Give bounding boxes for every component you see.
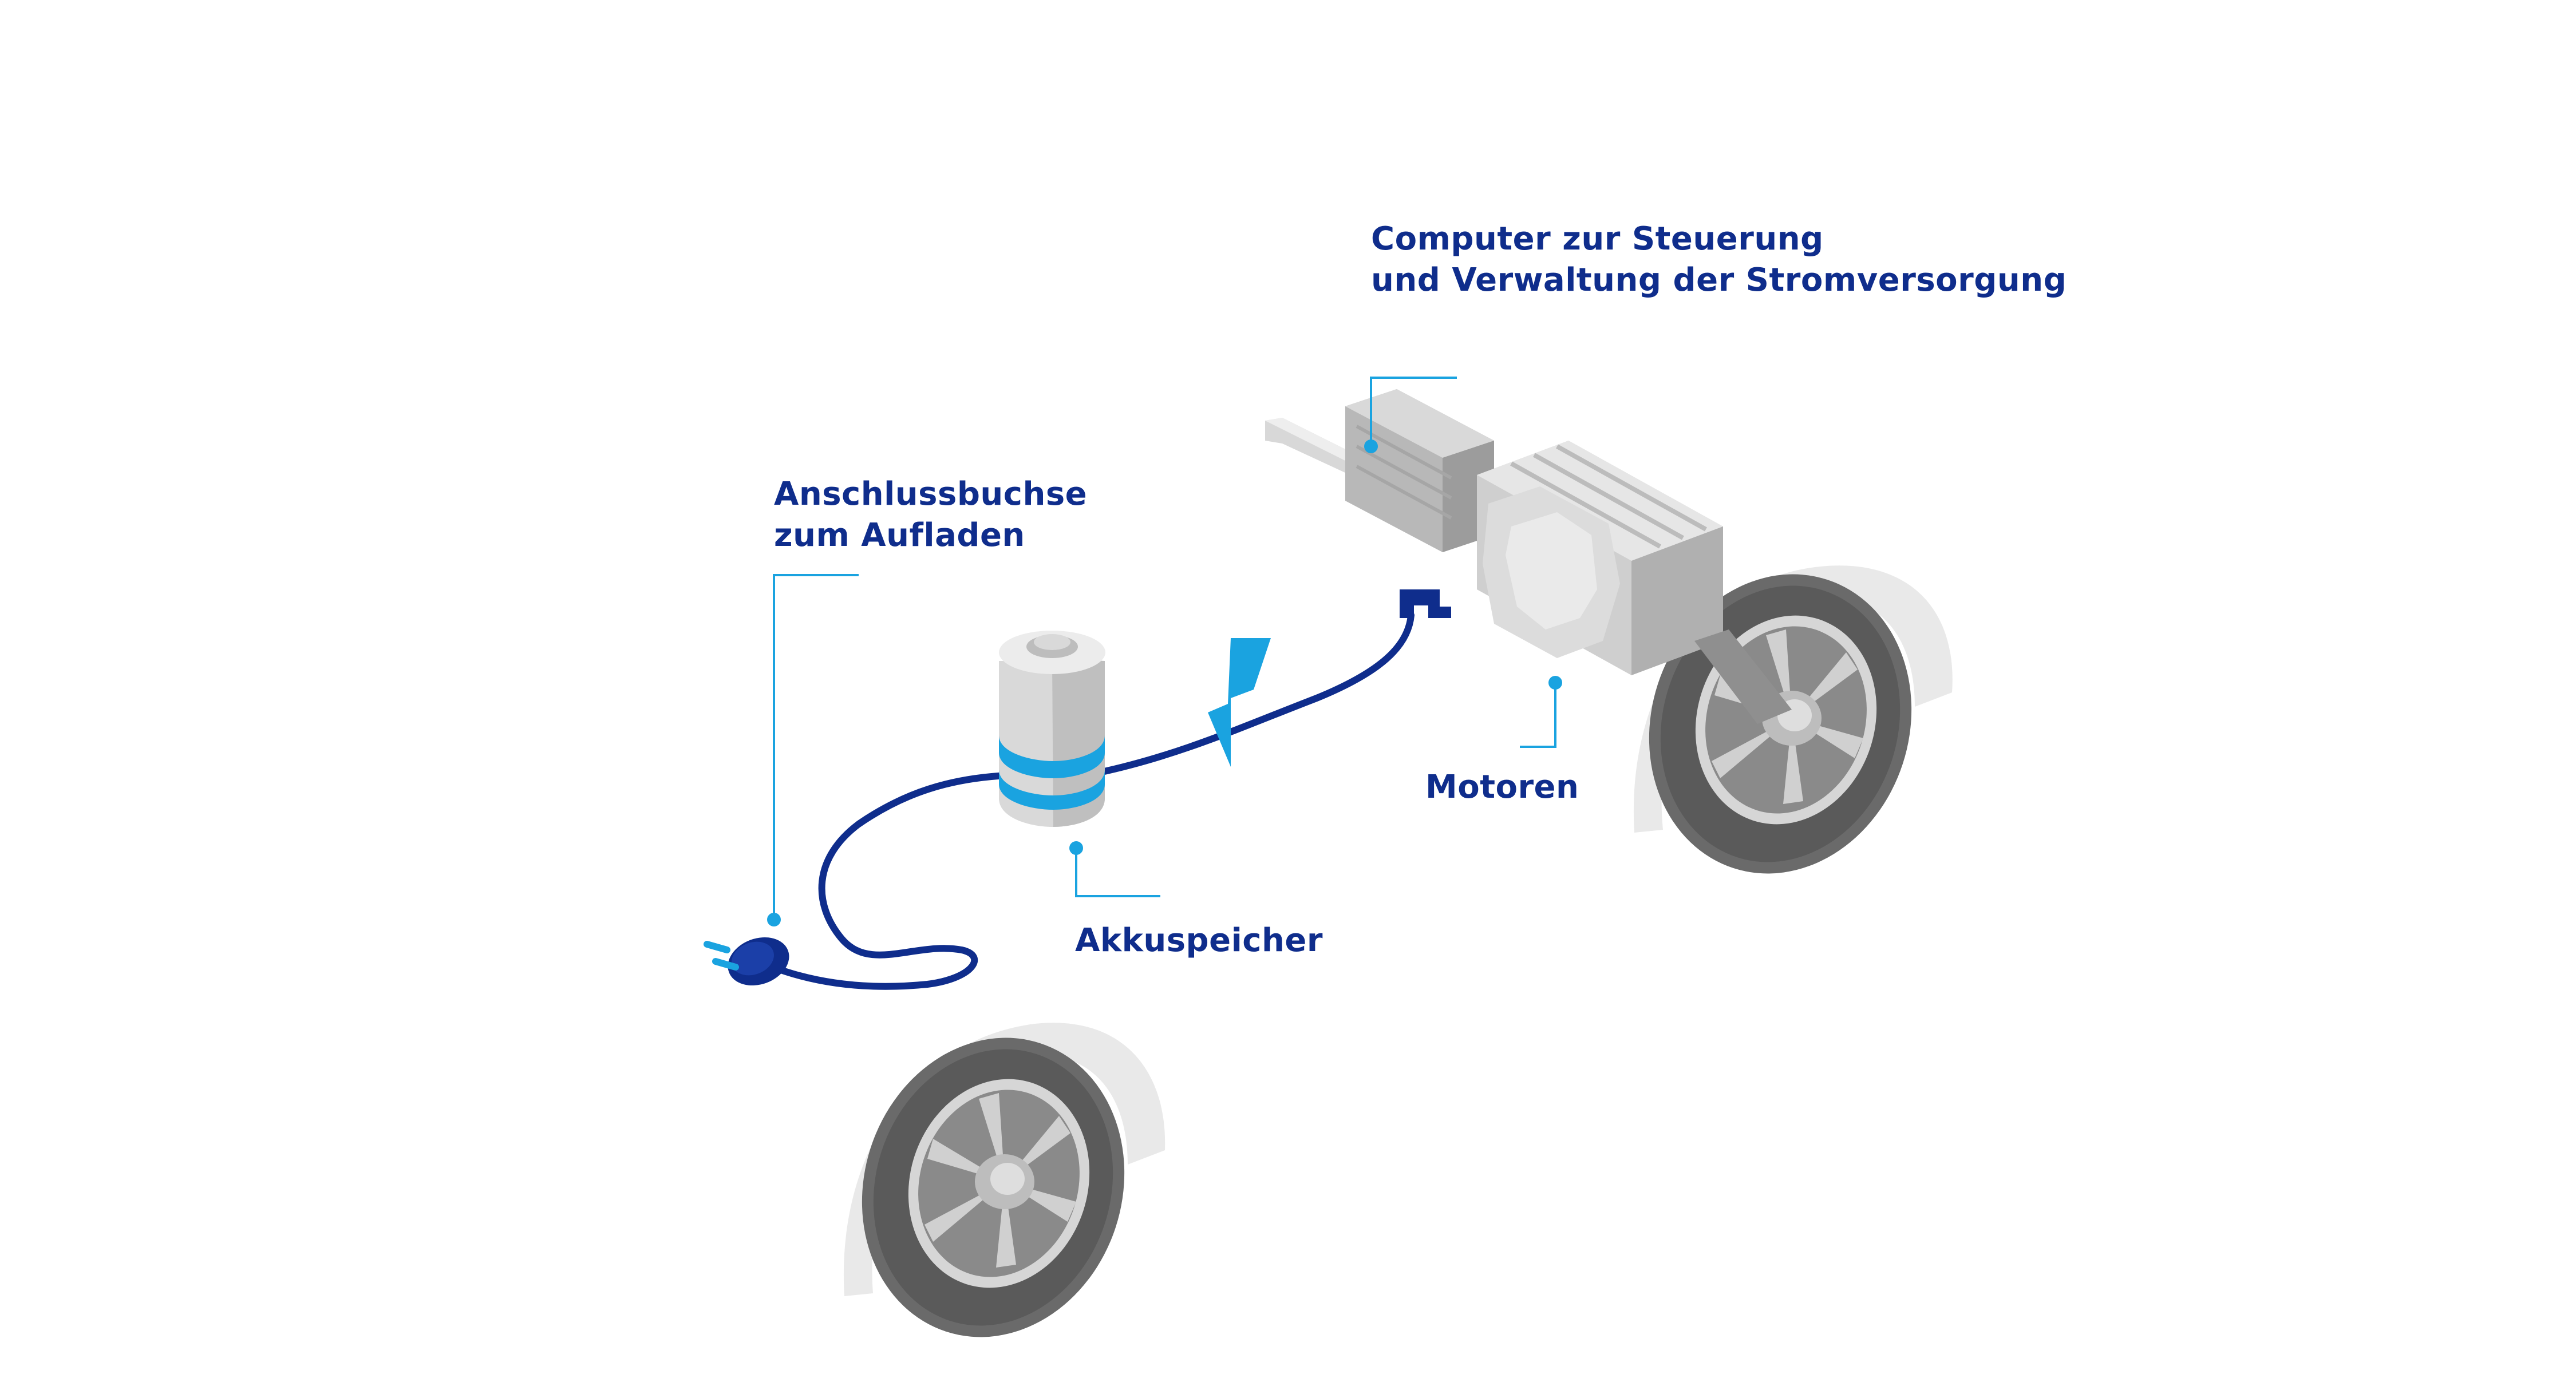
- label-socket-line1: Anschlussbuchse: [774, 476, 1088, 513]
- label-battery: Akkuspeicher: [1075, 922, 1323, 959]
- leader-lines: [773, 377, 1556, 917]
- leader-computer: [1370, 377, 1457, 445]
- label-socket-line2: zum Aufladen: [774, 517, 1025, 554]
- charging-cable: [769, 772, 1011, 990]
- label-socket: Anschlussbuchse zum Aufladen: [774, 474, 1087, 556]
- label-motors: Motoren: [1425, 769, 1579, 806]
- label-computer-line2: und Verwaltung der Stromversorgung: [1371, 262, 2067, 299]
- leader-motors: [1520, 683, 1556, 748]
- computer-unit-icon: [1265, 389, 1494, 552]
- front-wheel-icon: [843, 1023, 1165, 1337]
- label-computer-line1: Computer zur Steuerung: [1371, 220, 1824, 258]
- lightning-icon: [1208, 638, 1271, 767]
- label-computer: Computer zur Steuerung und Verwaltung de…: [1371, 219, 2067, 301]
- motor-connector-icon: [1400, 589, 1451, 618]
- leader-socket: [773, 574, 859, 917]
- leader-dots: [767, 439, 1562, 926]
- power-cable: [1096, 612, 1415, 776]
- battery-icon: [999, 631, 1105, 827]
- leader-battery-line: [1075, 849, 1160, 897]
- motor-icon: [1477, 441, 1792, 724]
- plug-icon: [704, 937, 789, 986]
